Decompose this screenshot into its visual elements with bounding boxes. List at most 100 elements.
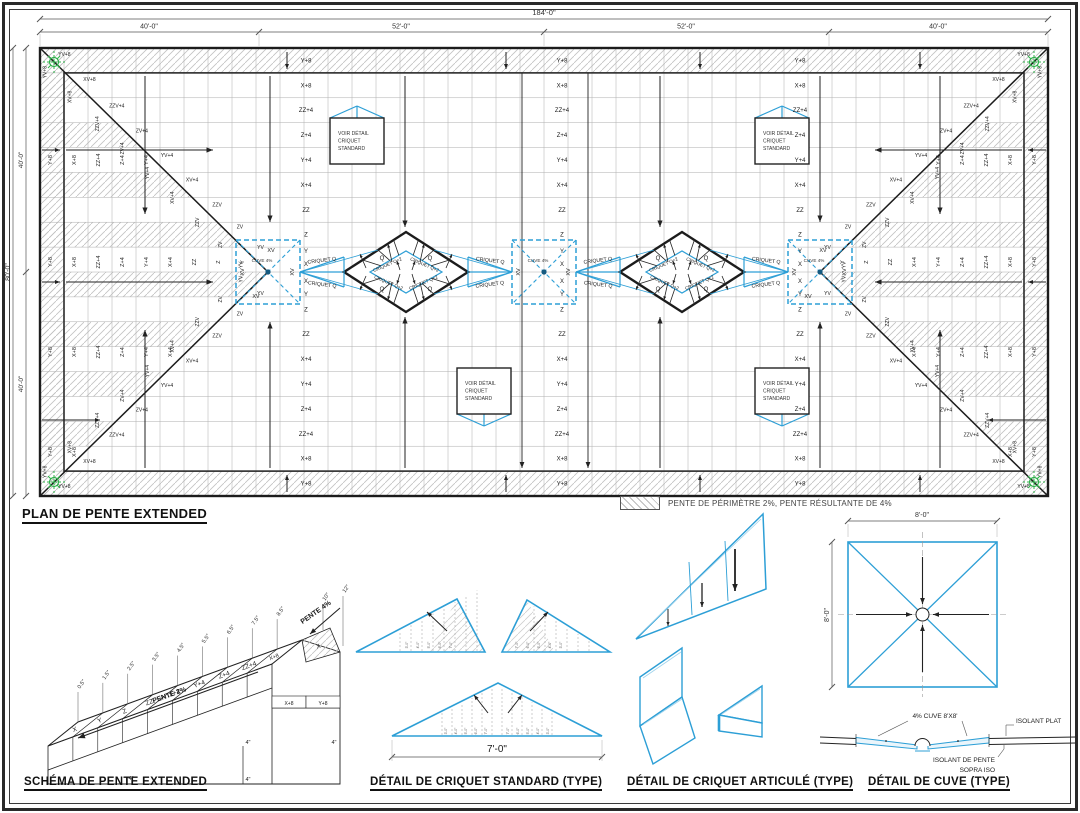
svg-text:XV+4: XV+4 [890, 178, 903, 184]
svg-text:12": 12" [342, 584, 352, 594]
svg-text:ZV+4: ZV+4 [136, 128, 148, 134]
svg-text:ZZ+4: ZZ+4 [96, 154, 102, 167]
svg-text:YV+8: YV+8 [1017, 484, 1030, 490]
svg-text:STANDARD: STANDARD [338, 146, 366, 152]
svg-text:Y+4: Y+4 [936, 347, 942, 357]
svg-text:6'-0": 6'-0" [474, 727, 478, 735]
svg-text:40'-0": 40'-0" [929, 24, 947, 31]
corner-drain-symbols [43, 51, 1045, 493]
svg-text:X+8: X+8 [72, 155, 78, 165]
svg-text:3.5": 3.5" [151, 651, 161, 662]
svg-text:ZZ+4: ZZ+4 [299, 432, 314, 438]
svg-text:Z: Z [798, 233, 802, 239]
svg-text:XV+4: XV+4 [186, 358, 199, 364]
svg-text:Y: Y [560, 249, 564, 255]
svg-text:X+4: X+4 [557, 183, 569, 189]
svg-text:ZZV: ZZV [866, 202, 876, 208]
svg-text:Y+8: Y+8 [301, 58, 313, 64]
svg-text:XV: XV [240, 268, 246, 276]
right-wedge-hatch [820, 72, 1048, 496]
svg-text:Y: Y [560, 292, 564, 298]
svg-text:Y+8: Y+8 [48, 447, 54, 457]
svg-text:XV+4: XV+4 [186, 178, 199, 184]
svg-text:CRIQUET Q: CRIQUET Q [583, 280, 612, 289]
corner-diagonals [39, 47, 1049, 497]
criquet-standard-detail: 3'-0"4'-0"5'-0"6'-0"7'-0"7'-0"6'-0"5'-0"… [355, 590, 613, 761]
svg-text:X+8: X+8 [1008, 447, 1014, 457]
svg-text:X+4: X+4 [795, 357, 807, 363]
svg-text:6'-0": 6'-0" [438, 641, 442, 649]
svg-text:X: X [798, 279, 802, 285]
svg-text:X+8: X+8 [557, 457, 569, 463]
svg-text:YV+8: YV+8 [58, 52, 71, 58]
svg-text:XV+8: XV+8 [1013, 441, 1019, 454]
svg-text:6'-0": 6'-0" [516, 727, 520, 735]
criquet-standard-title: DÉTAIL DE CRIQUET STANDARD (TYPE) [370, 776, 603, 791]
svg-text:Y: Y [240, 260, 246, 264]
svg-text:ZZ: ZZ [888, 258, 894, 265]
svg-text:Q: Q [428, 287, 433, 293]
svg-text:X: X [304, 262, 308, 268]
svg-text:ZV+4: ZV+4 [960, 142, 966, 154]
plan-dimensions: 184'-0"40'-0"52'-0"52'-0"40'-0"80'-0"40'… [5, 8, 1052, 500]
svg-text:ZZ: ZZ [558, 332, 566, 338]
svg-text:YV+4: YV+4 [935, 167, 941, 180]
svg-text:X+4: X+4 [912, 257, 918, 267]
svg-text:ZZV+4: ZZV+4 [964, 432, 979, 438]
svg-text:YV+8: YV+8 [58, 484, 71, 490]
svg-text:VOIR DÉTAIL: VOIR DÉTAIL [338, 130, 369, 137]
svg-text:7'-0": 7'-0" [506, 727, 510, 735]
svg-text:4% CUVE 8'X8': 4% CUVE 8'X8' [912, 713, 957, 720]
svg-text:XV+4: XV+4 [890, 358, 903, 364]
svg-text:XV+8: XV+8 [992, 77, 1005, 83]
svg-text:Z: Z [216, 260, 222, 264]
svg-text:X+4: X+4 [168, 257, 174, 267]
svg-text:X+4: X+4 [912, 347, 918, 357]
svg-text:YV+4: YV+4 [161, 153, 174, 159]
svg-text:5'-0": 5'-0" [464, 727, 468, 735]
svg-text:7'-0": 7'-0" [484, 727, 488, 735]
svg-text:ZZ+4: ZZ+4 [793, 432, 808, 438]
svg-text:Y: Y [97, 717, 104, 725]
svg-text:6.5": 6.5" [226, 624, 236, 635]
svg-text:ZZ+4: ZZ+4 [555, 432, 570, 438]
svg-text:4'-0": 4'-0" [416, 641, 420, 649]
svg-text:X+4: X+4 [168, 688, 182, 699]
criquet-articule-drawing [635, 512, 767, 766]
cuve-drawing: 8'-0"8'-0"4% CUVE 8'X8'ISOLANT PLATISOLA… [820, 512, 1077, 774]
svg-text:40'-0": 40'-0" [140, 24, 158, 31]
svg-text:Y+8: Y+8 [557, 482, 569, 488]
svg-text:Y: Y [840, 260, 846, 264]
svg-text:XV: XV [290, 268, 296, 276]
svg-text:Y+8: Y+8 [795, 482, 807, 488]
svg-text:X+4: X+4 [795, 183, 807, 189]
svg-text:X: X [798, 262, 802, 268]
svg-text:X+4: X+4 [301, 357, 313, 363]
svg-text:CUVE 4%: CUVE 4% [252, 258, 273, 263]
svg-text:X+8: X+8 [1008, 347, 1014, 357]
svg-text:ZZ+4: ZZ+4 [793, 108, 808, 114]
svg-text:Q: Q [704, 287, 709, 293]
svg-text:XV: XV [516, 268, 522, 276]
svg-text:Z+4: Z+4 [218, 670, 231, 681]
svg-text:X: X [560, 262, 564, 268]
svg-text:80'-0": 80'-0" [5, 263, 12, 281]
svg-text:Q: Q [380, 256, 385, 262]
svg-text:5'-0": 5'-0" [427, 641, 431, 649]
svg-text:STANDARD: STANDARD [763, 396, 791, 402]
svg-text:CRIQUET: CRIQUET [338, 139, 361, 145]
cuve-detail: 8'-0"8'-0"4% CUVE 8'X8'ISOLANT PLATISOLA… [820, 512, 1077, 774]
svg-text:52'-0": 52'-0" [677, 24, 695, 31]
svg-text:184'-0": 184'-0" [532, 8, 556, 17]
svg-text:8'-0": 8'-0" [915, 512, 929, 519]
svg-text:XV: XV [792, 268, 798, 276]
svg-text:YV: YV [257, 245, 264, 251]
svg-text:ZZ: ZZ [145, 698, 155, 707]
svg-text:Y+4: Y+4 [936, 257, 942, 267]
svg-text:1.5": 1.5" [102, 670, 112, 681]
